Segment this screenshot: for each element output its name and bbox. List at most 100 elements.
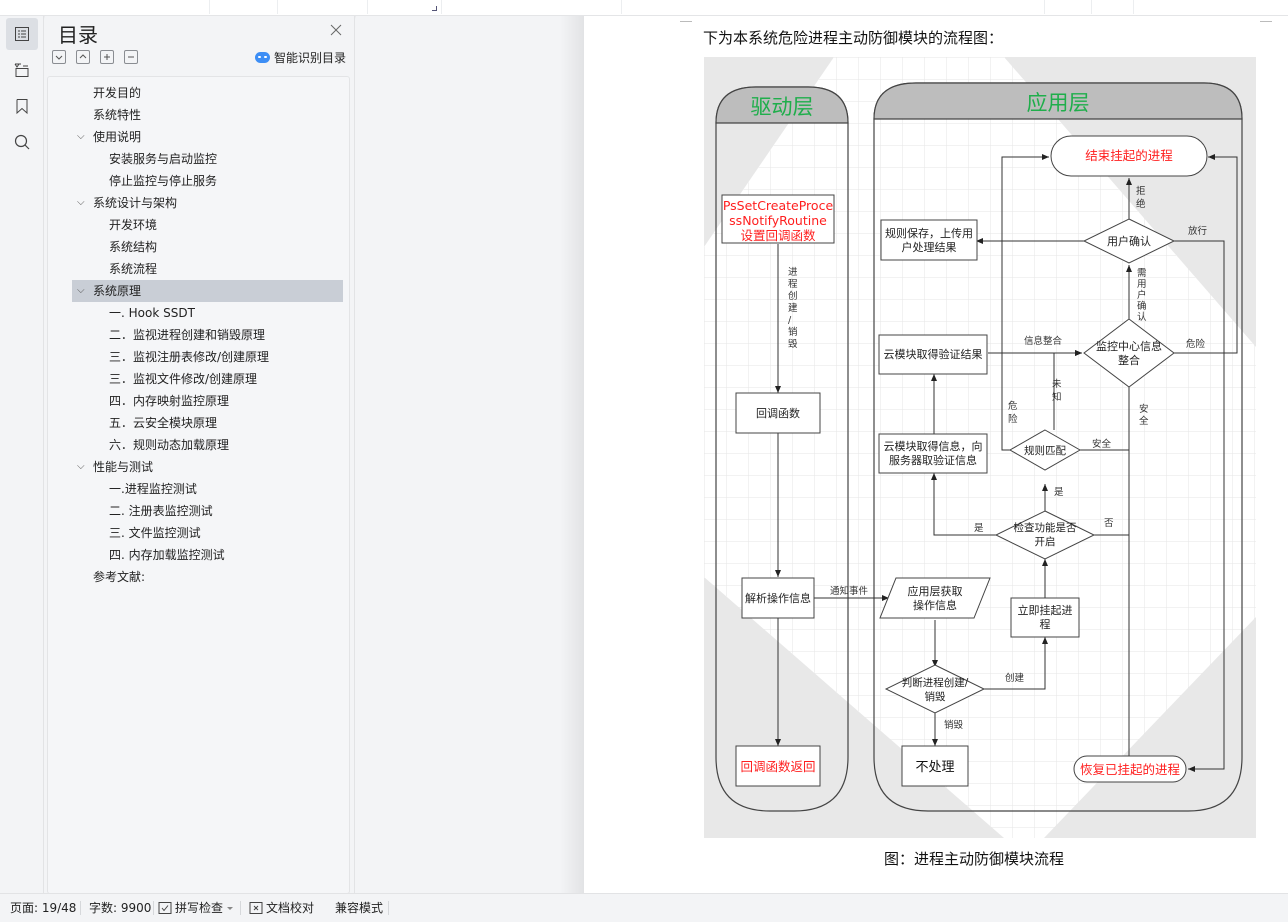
toc-item[interactable]: ⌵ 系统原理 [72, 280, 343, 302]
search-rail-button[interactable] [6, 126, 38, 158]
collapse-up-button[interactable] [76, 50, 90, 64]
svg-text:销毁: 销毁 [925, 690, 946, 703]
proofread-button[interactable]: 文档校对 [249, 894, 314, 922]
proofread-icon [249, 902, 263, 914]
navigation-rail-button[interactable] [6, 54, 38, 86]
status-divider [153, 901, 154, 915]
toc-item-label: 五．云安全模块原理 [109, 416, 218, 430]
smart-assistant-icon [255, 52, 270, 63]
toc-item-label: 一. Hook SSDT [109, 306, 195, 320]
driver-lane-title: 驱动层 [751, 95, 814, 119]
proofread-label: 文档校对 [266, 901, 315, 915]
node-judge: 判断进程创建/ 销毁 [884, 664, 986, 714]
chevron-down-icon[interactable]: ⌵ [77, 197, 85, 208]
chevron-down-icon[interactable]: ⌵ [77, 461, 85, 472]
node-cloud-get: 云模块取得信息，向 服务器取验证信息 [878, 433, 988, 474]
label-yes-up: 是 [1054, 487, 1064, 498]
margin-marker [680, 21, 692, 22]
label-danger-monitor: 危险 [1186, 338, 1206, 350]
edge-rule-danger [1001, 154, 1049, 451]
toc-item[interactable]: 开发目的 [72, 82, 343, 104]
toc-item[interactable]: ⌵系统设计与架构 [72, 192, 343, 214]
toc-item[interactable]: 参考文献: [72, 566, 343, 588]
toc-item[interactable]: 停止监控与停止服务 [72, 170, 343, 192]
toc-item[interactable]: 四．内存映射监控原理 [72, 390, 343, 412]
toc-item[interactable]: ⌵使用说明 [72, 126, 343, 148]
toc-item-label: 系统结构 [109, 240, 158, 254]
toc-item[interactable]: 三．监视注册表修改/创建原理 [72, 346, 343, 368]
toc-item[interactable]: 三．监视文件修改/创建原理 [72, 368, 343, 390]
toc-item[interactable]: 六．规则动态加载原理 [72, 434, 343, 456]
toc-item-label: 一.进程监控测试 [109, 482, 197, 496]
label-yes-left: 是 [974, 523, 984, 534]
node-rule-match: 规则匹配 [1008, 429, 1082, 471]
svg-text:创: 创 [788, 290, 798, 302]
svg-text:户处理结果: 户处理结果 [902, 240, 957, 254]
smart-toc-button[interactable]: 智能识别目录 [255, 49, 346, 66]
navigation-pane-icon [14, 63, 29, 77]
margin-marker [1260, 21, 1272, 22]
compat-mode-indicator: 兼容模式 [335, 901, 384, 915]
node-callback-return: 回调函数返回 [735, 745, 821, 787]
edge-allow [1174, 240, 1225, 772]
node-check-enabled: 检查功能是否 开启 [994, 510, 1096, 560]
toc-item[interactable]: 三. 文件监控测试 [72, 522, 343, 544]
edge-labels: 进程创建/销毁 通知事件 创建 销毁 是 是 否 安全 危险 未知 信息整合 危… [788, 185, 1208, 731]
collapse-all-button[interactable] [124, 50, 138, 64]
label-info-merge: 信息整合 [1024, 335, 1063, 347]
svg-text:认: 认 [1137, 311, 1147, 323]
toc-item[interactable]: 四. 内存加载监控测试 [72, 544, 343, 566]
toc-item[interactable]: 系统特性 [72, 104, 343, 126]
svg-text:应用层获取: 应用层获取 [908, 584, 963, 598]
close-icon[interactable] [328, 22, 344, 38]
toc-item[interactable]: 一.进程监控测试 [72, 478, 343, 500]
word-count[interactable]: 字数: 9900 [89, 901, 152, 915]
toolbar-divider [367, 0, 368, 14]
svg-text:知: 知 [1052, 391, 1062, 403]
toc-item[interactable]: 二．监视进程创建和销毁原理 [72, 324, 343, 346]
node-user-confirm: 用户确认 [1082, 218, 1176, 264]
svg-text:建: 建 [788, 302, 798, 314]
status-bar: 页面: 19/48 字数: 9900 拼写检查 文档校对 兼容模式 [0, 893, 1288, 921]
toc-item[interactable]: 系统结构 [72, 236, 343, 258]
svg-text:结束挂起的进程: 结束挂起的进程 [1085, 148, 1173, 163]
svg-text:监控中心信息: 监控中心信息 [1096, 339, 1162, 353]
toc-item[interactable]: 系统流程 [72, 258, 343, 280]
toc-item[interactable]: 一. Hook SSDT [72, 302, 343, 324]
svg-text:规则保存，上传用: 规则保存，上传用 [885, 226, 973, 240]
svg-text:用户确认: 用户确认 [1107, 234, 1151, 248]
expand-down-button[interactable] [52, 50, 66, 64]
app-lane-header [873, 82, 1243, 120]
toc-item-label: 二．监视进程创建和销毁原理 [109, 328, 266, 342]
toc-item[interactable]: 五．云安全模块原理 [72, 412, 343, 434]
toolbar-divider [277, 0, 278, 14]
chevron-down-icon[interactable]: ⌵ [77, 285, 85, 296]
driver-lane-header [715, 86, 849, 124]
toc-item-label: 系统原理 [93, 284, 142, 298]
label-notify-event: 通知事件 [830, 585, 869, 597]
svg-text:ssNotifyRoutine: ssNotifyRoutine [729, 213, 827, 228]
spell-check-icon [158, 902, 172, 914]
toc-rail-button[interactable] [6, 18, 38, 50]
toc-item[interactable]: ⌵性能与测试 [72, 456, 343, 478]
node-no-process: 不处理 [901, 745, 969, 787]
svg-text:PsSetCreateProce: PsSetCreateProce [723, 198, 834, 213]
toc-item[interactable]: 开发环境 [72, 214, 343, 236]
svg-text:未: 未 [1052, 378, 1062, 390]
page-indicator[interactable]: 页面: 19/48 [10, 901, 77, 915]
expand-all-button[interactable] [100, 50, 114, 64]
toc-item-label: 系统特性 [93, 108, 142, 122]
toolbar-divider [621, 0, 622, 14]
toc-icon [15, 27, 29, 41]
chevron-down-icon[interactable]: ⌵ [77, 131, 85, 142]
toc-item[interactable]: 二. 注册表监控测试 [72, 500, 343, 522]
node-monitor-center: 监控中心信息 整合 [1083, 318, 1175, 388]
bookmark-rail-button[interactable] [6, 90, 38, 122]
toc-item[interactable]: 安装服务与启动监控 [72, 148, 343, 170]
chevron-down-icon [55, 55, 63, 60]
spell-check-button[interactable]: 拼写检查 [158, 894, 234, 922]
label-unknown: 未知 [1052, 378, 1062, 403]
toc-item-label: 开发环境 [109, 218, 158, 232]
app-lane: 应用层 [873, 82, 1243, 812]
